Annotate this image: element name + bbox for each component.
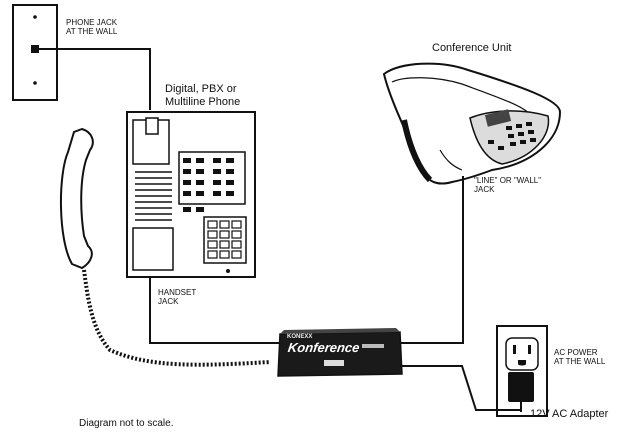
- phone-jack-label: PHONE JACK AT THE WALL: [66, 18, 118, 36]
- line-jack-label: "LINE" or "WALL" JACK: [474, 176, 542, 194]
- handset-jack-label: HANDSET JACK: [158, 288, 197, 306]
- device-name-text: Konference: [286, 340, 361, 355]
- conference-unit-icon: [382, 62, 562, 185]
- ac-power-label: AC POWER AT THE WALL: [554, 348, 606, 366]
- phone-jack-plate: [12, 4, 58, 101]
- phone-body: [126, 111, 256, 278]
- conference-unit-label: Conference Unit: [432, 42, 512, 54]
- phone-label: Digital, PBX or Multiline Phone: [165, 83, 241, 108]
- handset-jack-cord: [149, 277, 280, 344]
- wall-line-cord: [39, 48, 151, 110]
- scale-note: Diagram not to scale.: [79, 418, 174, 429]
- konference-device: [277, 328, 403, 377]
- adapter-label: 12V AC Adapter: [530, 408, 609, 420]
- handset-coil-cord: [82, 269, 271, 367]
- handset-icon: [59, 127, 94, 270]
- device-brand-text: KONEXX: [287, 334, 313, 340]
- power-cord: [400, 365, 521, 411]
- conference-line-cord: [400, 176, 464, 344]
